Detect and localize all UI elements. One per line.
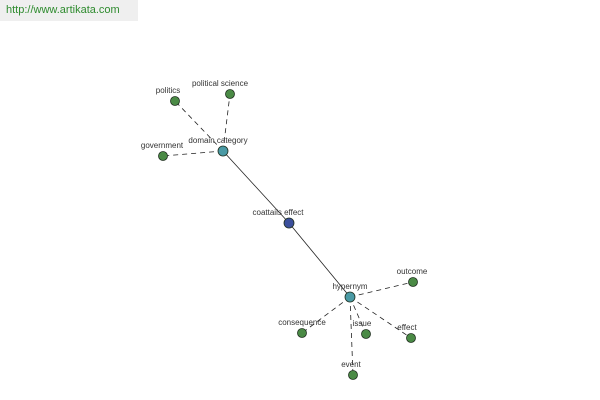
edge-hypernym-effect [349, 296, 412, 339]
leaf-node-label: consequence [278, 318, 326, 327]
node-political-science[interactable]: political science [192, 79, 249, 99]
leaf-node-label: event [341, 360, 361, 369]
node-hypernym[interactable]: hypernym [332, 282, 368, 303]
leaf-node-dot [297, 328, 307, 338]
edge-center-domain-category [222, 150, 290, 224]
leaf-node-label: issue [353, 319, 372, 328]
node-event[interactable]: event [341, 360, 362, 380]
node-politics[interactable]: politics [156, 86, 180, 106]
node-consequence[interactable]: consequence [278, 318, 326, 338]
url-link[interactable]: http://www.artikata.com [6, 4, 120, 16]
node-outcome[interactable]: outcome [397, 267, 428, 287]
node-government[interactable]: government [141, 141, 184, 161]
leaf-node-dot [408, 277, 418, 287]
leaf-node-label: outcome [397, 267, 428, 276]
leaf-node-label: political science [192, 79, 249, 88]
url-banner: http://www.artikata.com [0, 0, 138, 21]
leaf-node-label: politics [156, 86, 180, 95]
leaf-node-dot [170, 96, 180, 106]
edge-hypernym-event [349, 296, 354, 376]
node-effect[interactable]: effect [397, 323, 417, 343]
relation-node-label: domain category [188, 136, 247, 145]
node-coattails-effect[interactable]: coattails effect [253, 208, 305, 229]
relation-node-dot [217, 145, 229, 157]
leaf-node-label: effect [397, 323, 417, 332]
edge-hypernym-outcome [349, 281, 414, 298]
leaf-node-label: government [141, 141, 184, 150]
leaf-node-dot [361, 329, 371, 339]
leaf-node-dot [158, 151, 168, 161]
center-node-dot [283, 217, 295, 229]
leaf-node-dot [406, 333, 416, 343]
relation-node-dot [344, 291, 356, 303]
edge-domain-category-politics [174, 100, 224, 152]
center-node-label: coattails effect [253, 208, 305, 217]
edge-hypernym-consequence [301, 296, 351, 334]
edge-domain-category-government [162, 150, 224, 157]
edge-center-hypernym [288, 222, 351, 298]
node-issue[interactable]: issue [353, 319, 372, 339]
edge-domain-category-political-science [222, 93, 231, 152]
node-domain-category[interactable]: domain category [188, 136, 248, 157]
leaf-node-dot [225, 89, 235, 99]
leaf-node-dot [348, 370, 358, 380]
edge-hypernym-issue [349, 296, 367, 335]
relation-node-label: hypernym [332, 282, 367, 291]
